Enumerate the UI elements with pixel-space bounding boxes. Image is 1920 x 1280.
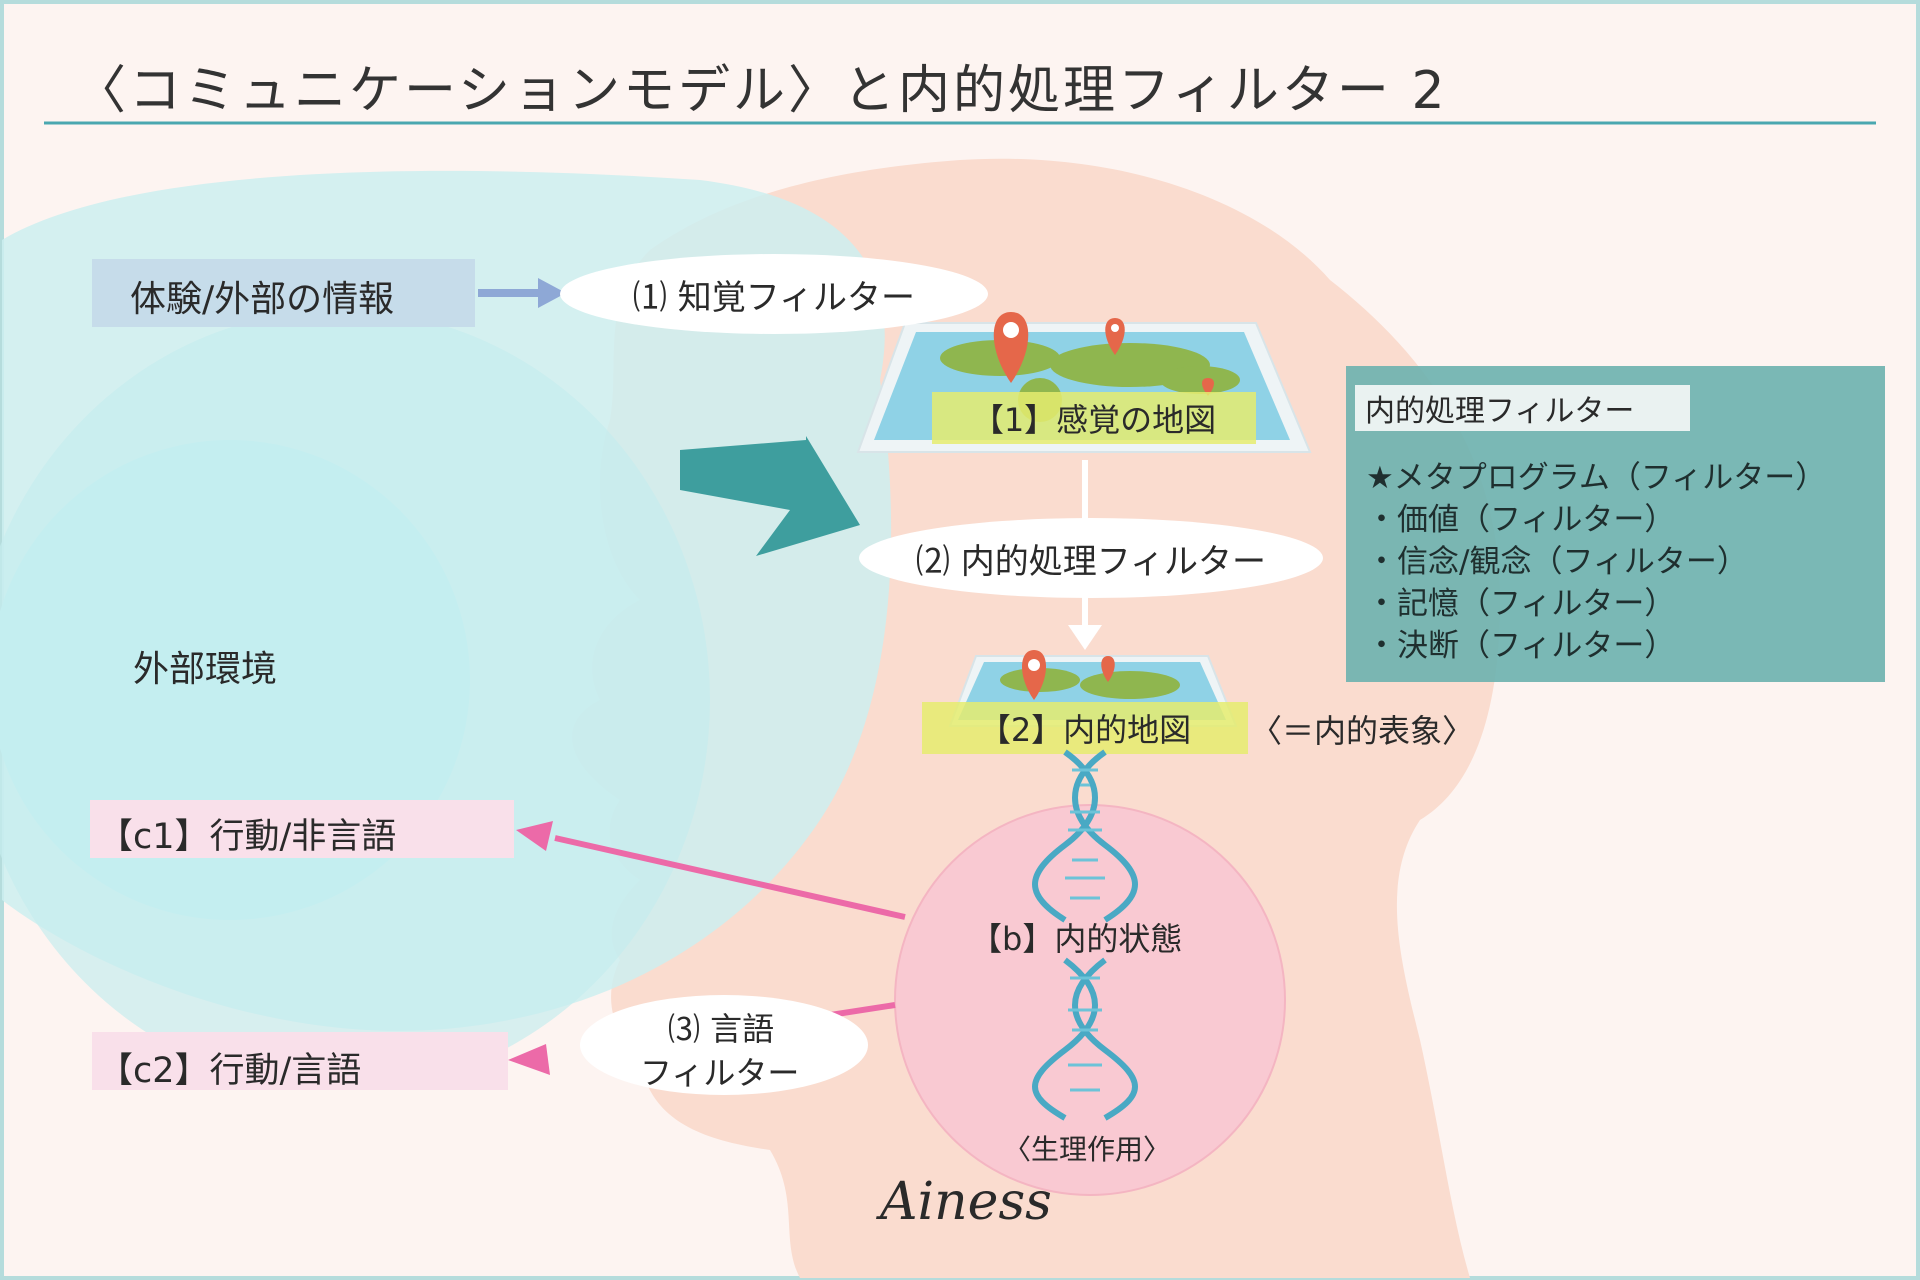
location-pin-icon — [1022, 650, 1046, 700]
language-filter-ellipse — [580, 995, 868, 1095]
c1-label: 【c1】行動/非言語 — [98, 817, 397, 857]
panel-heading: 内的処理フィルター — [1355, 385, 1690, 431]
location-pin-icon — [1202, 378, 1214, 396]
location-pin-icon — [1105, 318, 1125, 355]
sensory-map-label: 【1】感覚の地図 — [971, 401, 1217, 439]
input-label: 体験/外部の情報 — [130, 279, 395, 320]
internal-map-label-bg — [922, 702, 1248, 754]
internal-representation-label: 〈＝内的表象〉 — [1250, 712, 1475, 750]
panel-item-beliefs: ・信念/観念（フィルター） — [1366, 544, 1748, 580]
c1-box — [90, 800, 514, 858]
panel-item-decision: ・決断（フィルター） — [1366, 628, 1676, 664]
internal-map-label: 【2】内的地図 — [978, 711, 1192, 749]
page-title: 〈コミュニケーションモデル〉と内的処理フィルター 2 — [74, 61, 1448, 121]
internal-state-label: 【b】内的状態 — [970, 920, 1183, 958]
language-filter-label-line2: フィルター — [640, 1054, 800, 1092]
input-box — [92, 259, 475, 327]
c2-label: 【c2】行動/言語 — [98, 1051, 362, 1091]
internal-filter-ellipse — [859, 518, 1323, 598]
internal-state-circle — [894, 804, 1286, 1196]
nonverbal-arrow-shaft — [554, 835, 906, 920]
environment-core-bubble — [0, 440, 470, 920]
perception-filter-label: ⑴ 知覚フィルター — [632, 277, 916, 318]
input-arrow-head — [538, 278, 566, 308]
language-filter-label-line1: ⑶ 言語 — [668, 1010, 775, 1048]
perception-filter-ellipse — [560, 254, 988, 334]
dna-helix-icon — [1032, 749, 1138, 923]
nonverbal-arrow-head — [516, 821, 553, 851]
teal-arrow — [680, 436, 860, 556]
physiology-label: 〈生理作用〉 — [1003, 1133, 1172, 1166]
panel-item-metaprogram: ★メタプログラム（フィルター） — [1366, 460, 1827, 496]
signature-logo: Ainess — [880, 1172, 1052, 1232]
verbal-arrow-head — [508, 1044, 550, 1075]
dna-helix-icon — [1032, 957, 1138, 1121]
panel-item-values: ・価値（フィルター） — [1366, 502, 1676, 538]
location-pin-icon — [993, 312, 1029, 383]
panel-item-memory: ・記憶（フィルター） — [1366, 586, 1676, 622]
sensory-map-label-bg — [932, 392, 1256, 444]
location-pin-icon — [1101, 656, 1115, 682]
c2-box — [92, 1032, 508, 1090]
internal-filter-label: ⑵ 内的処理フィルター — [915, 541, 1267, 582]
flow-arrow-head — [1068, 625, 1102, 650]
external-environment-label: 外部環境 — [133, 649, 278, 690]
